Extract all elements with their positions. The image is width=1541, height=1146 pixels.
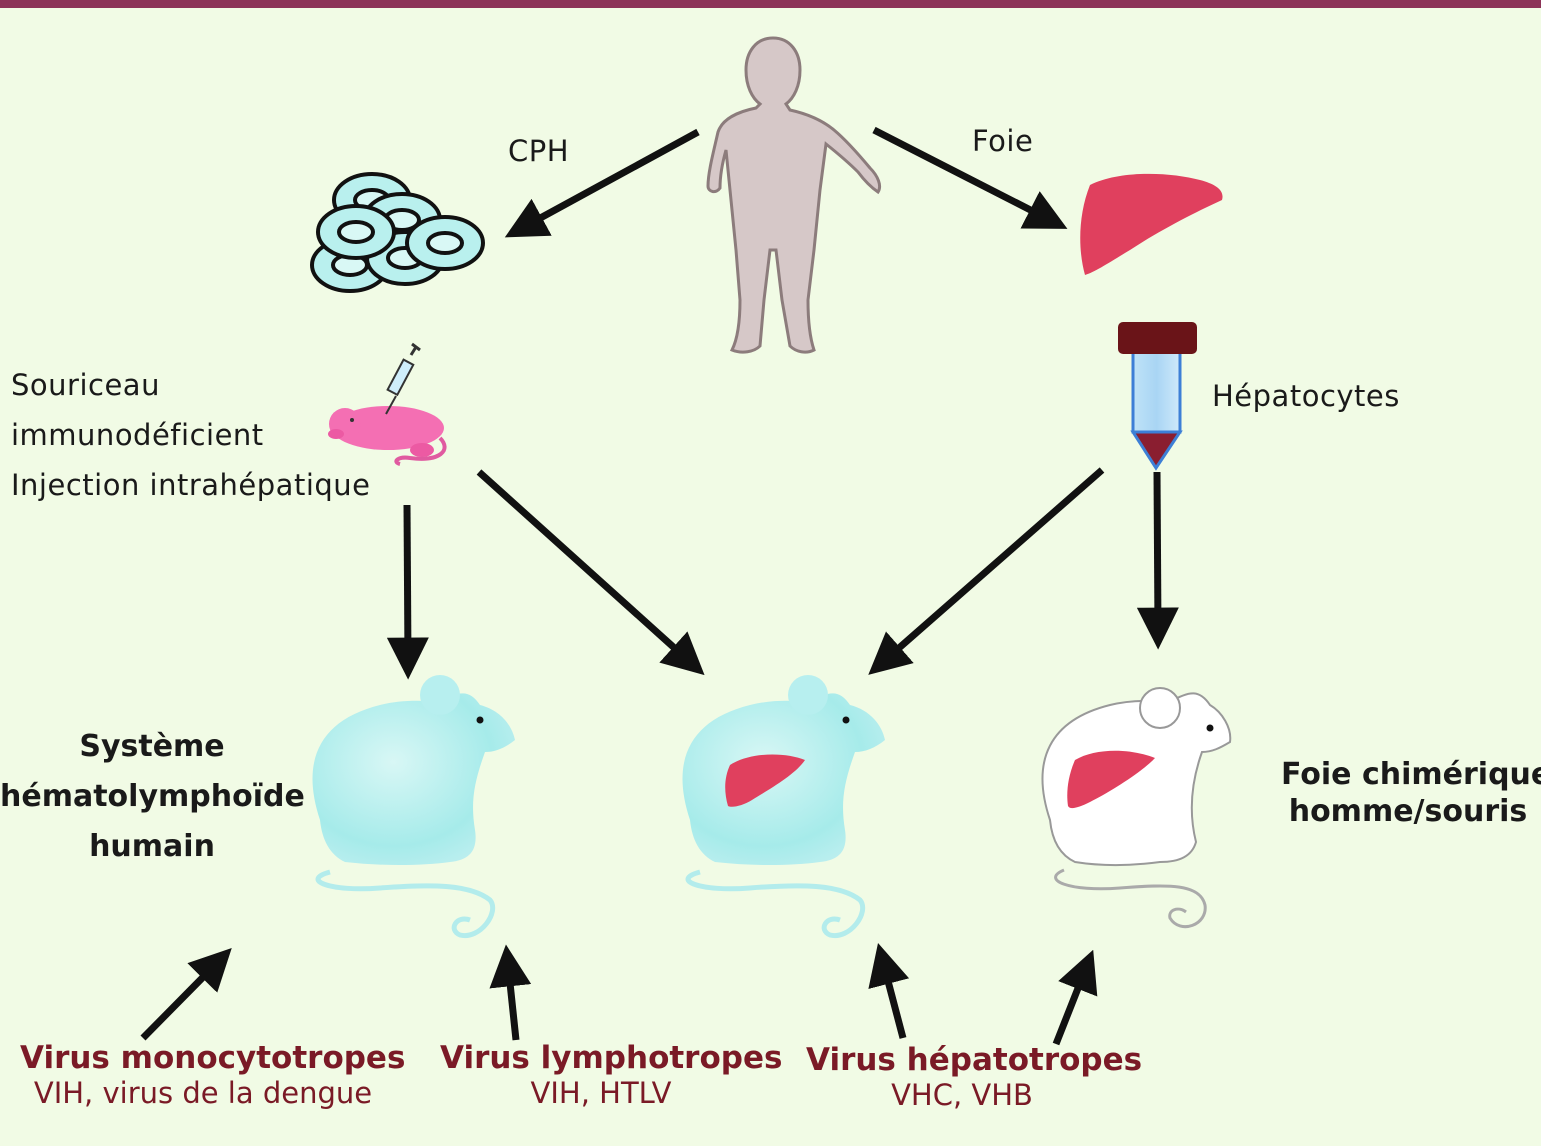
label-systeme-line1: Système bbox=[79, 729, 225, 764]
label-foie: Foie bbox=[972, 124, 1034, 158]
virus-examples-lymphotropes: VIH, HTLV bbox=[530, 1076, 672, 1110]
arrow-pup-to-mouse2 bbox=[476, 469, 705, 676]
arrow-pup-to-mouse1 bbox=[386, 504, 429, 680]
top-border bbox=[0, 0, 1541, 8]
virus-group-lymphotropes: Virus lymphotropes VIH, HTLV bbox=[440, 1040, 783, 1110]
arrow-tube-to-mouse3 bbox=[1136, 471, 1179, 650]
human-figure-icon bbox=[706, 36, 882, 354]
label-souriceau-line2: immunodéficient bbox=[11, 418, 264, 452]
virus-title-lymphotropes: Virus lymphotropes bbox=[440, 1040, 783, 1076]
humanized-mouse-double-icon bbox=[682, 675, 885, 939]
label-systeme-line2: hématolymphoïde bbox=[0, 779, 305, 814]
hepatocyte-tube-icon bbox=[1118, 322, 1197, 471]
label-chimerique-line1: Foie chimérique bbox=[1281, 757, 1541, 792]
label-souriceau-line1: Souriceau bbox=[11, 368, 160, 402]
label-cph: CPH bbox=[508, 134, 570, 168]
label-chimerique-line2: homme/souris bbox=[1288, 794, 1528, 829]
hematopoietic-cells-icon bbox=[310, 172, 485, 293]
label-hepatocytes: Hépatocytes bbox=[1212, 379, 1400, 413]
virus-group-hepatotropes: Virus hépatotropes VHC, VHB bbox=[806, 1042, 1143, 1112]
arrow-mono-to-mouse1 bbox=[140, 948, 232, 1041]
virus-title-monocytotropes: Virus monocytotropes bbox=[20, 1040, 406, 1076]
liver-icon bbox=[1080, 173, 1223, 275]
arrow-hepato-to-mouse3 bbox=[1052, 949, 1098, 1046]
arrow-human-to-cph bbox=[504, 128, 700, 238]
label-systeme-hematolymphoide: Système hématolymphoïde humain bbox=[0, 722, 305, 872]
virus-title-hepatotropes: Virus hépatotropes bbox=[806, 1042, 1143, 1078]
arrow-human-to-foie bbox=[872, 126, 1068, 229]
arrows bbox=[140, 126, 1179, 1046]
label-systeme-line3: humain bbox=[89, 829, 215, 864]
virus-examples-monocytotropes: VIH, virus de la dengue bbox=[33, 1076, 373, 1110]
label-foie-chimerique: Foie chimérique homme/souris bbox=[1281, 756, 1541, 830]
chimeric-liver-mouse-icon bbox=[1041, 687, 1232, 929]
mouse-pup-injection-icon bbox=[328, 342, 447, 466]
virus-group-monocytotropes: Virus monocytotropes VIH, virus de la de… bbox=[20, 1040, 406, 1110]
label-souriceau: Souriceau immunodéficient Injection intr… bbox=[11, 360, 371, 510]
virus-examples-hepatotropes: VHC, VHB bbox=[891, 1078, 1033, 1112]
arrow-lympho-to-mouse1 bbox=[489, 944, 532, 1041]
arrow-tube-to-mouse2 bbox=[868, 467, 1105, 675]
label-souriceau-line3: Injection intrahépatique bbox=[11, 468, 371, 502]
humanized-mouse-hemato-icon bbox=[312, 675, 515, 939]
arrow-hepato-to-mouse2 bbox=[868, 943, 910, 1039]
